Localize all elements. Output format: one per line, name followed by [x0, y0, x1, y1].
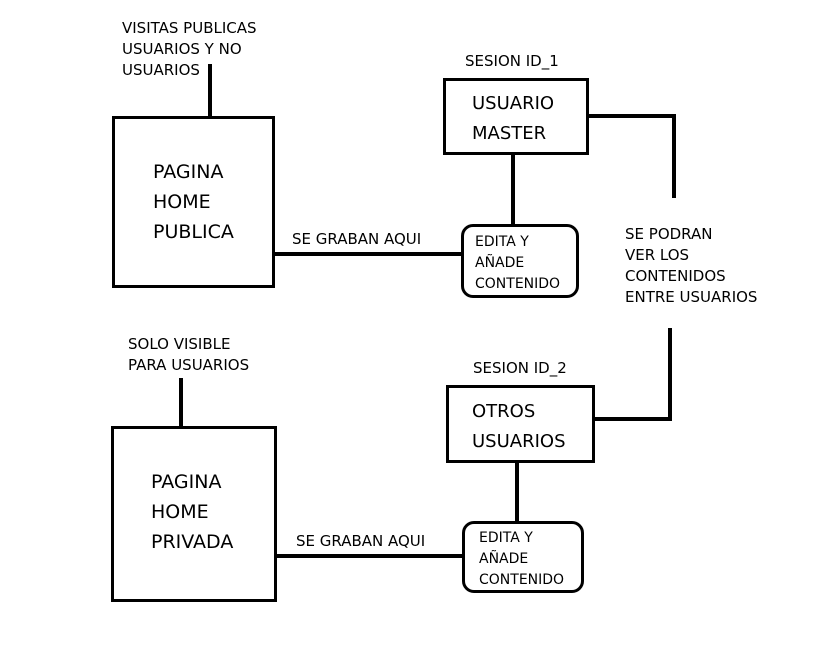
private-save-label: SE GRABAN AQUI	[296, 532, 426, 550]
private-save-connector	[277, 554, 464, 558]
private-home-page-box: PAGINA HOME PRIVADA	[111, 426, 277, 602]
master-user-box: USUARIO MASTER	[443, 78, 589, 155]
public-visits-note: VISITAS PUBLICAS USUARIOS Y NO USUARIOS	[122, 19, 257, 79]
public-save-label: SE GRABAN AQUI	[292, 230, 422, 248]
other-users-label: OTROS USUARIOS	[472, 401, 566, 452]
public-home-page-label: PAGINA HOME PUBLICA	[153, 161, 234, 243]
others-edit-content-label: EDITA Y AÑADE CONTENIDO	[479, 530, 565, 588]
session-id-2-label: SESION ID_2	[473, 359, 567, 377]
others-to-edit-connector	[515, 463, 519, 523]
private-home-page-label: PAGINA HOME PRIVADA	[151, 471, 234, 553]
master-right-connector-v	[672, 114, 676, 198]
public-home-page-box: PAGINA HOME PUBLICA	[112, 116, 275, 288]
master-edit-content-box: EDITA Y AÑADE CONTENIDO	[461, 224, 579, 298]
master-edit-content-label: EDITA Y AÑADE CONTENIDO	[475, 234, 561, 292]
master-user-label: USUARIO MASTER	[472, 93, 555, 144]
session-id-1-label: SESION ID_1	[465, 52, 559, 70]
others-right-connector-h	[593, 417, 672, 421]
others-right-connector-v	[668, 328, 672, 421]
master-right-connector-h	[589, 114, 676, 118]
private-note-connector	[179, 378, 183, 428]
private-visibility-note: SOLO VISIBLE PARA USUARIOS	[128, 335, 250, 374]
public-save-connector	[275, 252, 462, 256]
master-to-edit-connector	[511, 155, 515, 226]
others-edit-content-box: EDITA Y AÑADE CONTENIDO	[462, 521, 584, 593]
public-note-connector	[208, 64, 212, 118]
shared-content-note: SE PODRAN VER LOS CONTENIDOS ENTRE USUAR…	[625, 225, 758, 306]
other-users-box: OTROS USUARIOS	[446, 385, 595, 463]
